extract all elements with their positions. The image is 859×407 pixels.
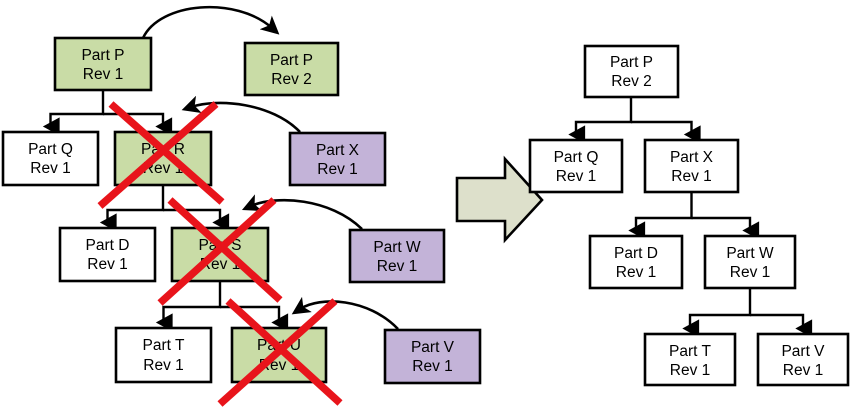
node-label-line2: Rev 1 — [83, 66, 124, 83]
curve-replace-u-with-v — [291, 296, 399, 330]
node-label-line1: Part P — [270, 52, 313, 69]
node-box[interactable] — [348, 228, 446, 284]
cross-out-icon-part-r — [97, 101, 225, 209]
node-box[interactable] — [756, 332, 850, 387]
transition-arrow — [455, 155, 544, 244]
node-label-line2: Rev 1 — [30, 160, 71, 177]
node-label-line1: Part P — [81, 47, 124, 64]
edge-w-t — [682, 288, 752, 338]
right-tree-connectors — [568, 97, 813, 338]
node-box[interactable] — [288, 131, 387, 187]
node-right-part-v-rev-1[interactable]: Part V Rev 1 — [756, 332, 850, 387]
node-label-line1: Part X — [316, 142, 360, 159]
node-right-part-p-rev-2[interactable]: Part P Rev 2 — [583, 44, 680, 99]
node-label-line2: Rev 1 — [143, 357, 184, 374]
right-tree-nodes: Part P Rev 2 Part Q Rev 1 Part X Rev 1 P… — [528, 44, 850, 387]
node-box[interactable] — [643, 332, 737, 387]
node-label-line2: Rev 2 — [271, 71, 312, 88]
edge-s-t — [155, 281, 222, 332]
node-label-line1: Part V — [781, 343, 825, 360]
node-box[interactable] — [58, 226, 157, 283]
node-label-line1: Part W — [373, 239, 421, 256]
cross-out-icon-part-s — [157, 197, 283, 306]
node-part-p-rev-2[interactable]: Part P Rev 2 — [243, 41, 340, 97]
node-label-line1: Part Q — [554, 149, 599, 166]
cross-out-icon-part-u — [217, 298, 343, 407]
node-label-line1: Part V — [411, 339, 455, 356]
node-right-part-x-rev-1[interactable]: Part X Rev 1 — [643, 138, 740, 194]
left-tree-nodes: Part P Rev 1 Part P Rev 2 Part Q Rev 1 P… — [1, 36, 482, 385]
node-part-w-rev-1[interactable]: Part W Rev 1 — [348, 228, 446, 284]
node-box[interactable] — [583, 44, 680, 99]
node-label-line2: Rev 1 — [317, 161, 358, 178]
node-box[interactable] — [588, 234, 684, 290]
node-box[interactable] — [1, 130, 100, 187]
node-part-v-rev-1[interactable]: Part V Rev 1 — [383, 328, 482, 385]
edge-x-w — [691, 216, 760, 240]
node-label-line1: Part T — [143, 337, 185, 354]
node-part-d-rev-1[interactable]: Part D Rev 1 — [58, 226, 157, 283]
node-label-line1: Part W — [726, 245, 774, 262]
node-right-part-w-rev-1[interactable]: Part W Rev 1 — [703, 234, 797, 290]
node-box[interactable] — [53, 36, 153, 92]
node-box[interactable] — [243, 41, 340, 97]
node-label-line2: Rev 1 — [670, 362, 711, 379]
node-box[interactable] — [114, 326, 213, 384]
node-label-line1: Part D — [86, 237, 130, 254]
edge-x-d — [628, 192, 693, 240]
edge-r-d — [99, 185, 165, 232]
node-label-line1: Part D — [614, 245, 658, 262]
node-label-line1: Part Q — [28, 141, 73, 158]
node-label-line2: Rev 1 — [616, 264, 657, 281]
node-part-q-rev-1[interactable]: Part Q Rev 1 — [1, 130, 100, 187]
node-box[interactable] — [703, 234, 797, 290]
node-label-line2: Rev 1 — [556, 168, 597, 185]
node-right-part-q-rev-1[interactable]: Part Q Rev 1 — [528, 138, 624, 194]
node-label-line2: Rev 1 — [671, 168, 712, 185]
node-right-part-d-rev-1[interactable]: Part D Rev 1 — [588, 234, 684, 290]
node-box[interactable] — [643, 138, 740, 194]
edge-p2-q — [568, 97, 633, 144]
red-cross-marks — [97, 101, 343, 407]
left-tree-connectors — [42, 90, 289, 332]
node-label-line1: Part X — [670, 149, 714, 166]
node-part-x-rev-1[interactable]: Part X Rev 1 — [288, 131, 387, 187]
left-tree-change-arrows — [141, 5, 399, 330]
node-label-line1: Part T — [669, 343, 711, 360]
node-box[interactable] — [528, 138, 624, 194]
edge-p1-q — [42, 90, 105, 136]
node-right-part-t-rev-1[interactable]: Part T Rev 1 — [643, 332, 737, 387]
node-part-p-rev-1[interactable]: Part P Rev 1 — [53, 36, 153, 92]
curve-replace-s-with-w — [241, 194, 363, 230]
node-label-line2: Rev 1 — [730, 264, 771, 281]
node-box[interactable] — [383, 328, 482, 385]
node-label-line2: Rev 1 — [783, 362, 824, 379]
node-label-line1: Part P — [610, 54, 653, 71]
node-label-line2: Rev 1 — [412, 358, 453, 375]
curve-revise-p1-to-p2 — [141, 5, 280, 39]
edge-p2-x — [631, 120, 701, 144]
node-part-t-rev-1[interactable]: Part T Rev 1 — [114, 326, 213, 384]
curve-replace-r-with-x — [181, 95, 301, 133]
node-label-line2: Rev 2 — [611, 73, 652, 90]
node-label-line2: Rev 1 — [377, 258, 418, 275]
edge-w-v — [750, 313, 813, 338]
node-label-line2: Rev 1 — [87, 256, 128, 273]
